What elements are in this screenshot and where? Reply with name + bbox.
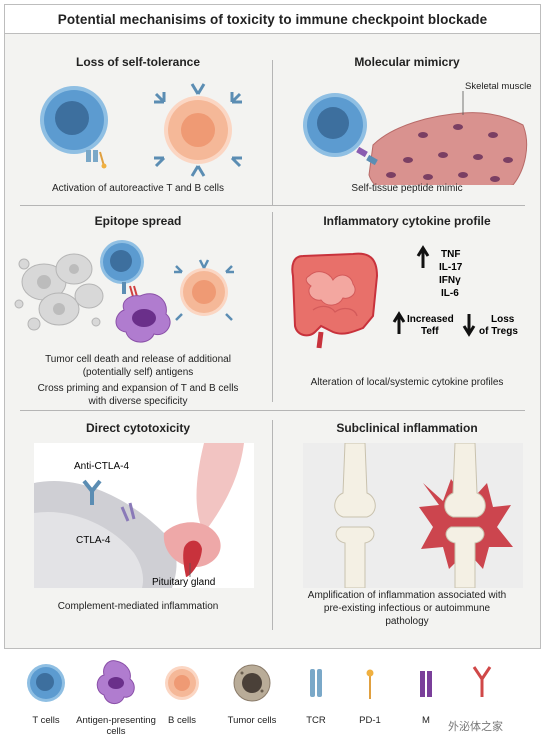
- panel-caption: Amplification of inflammation associated…: [307, 590, 507, 627]
- panel-cytokine-profile: Inflammatory cytokine profile TNF IL-17 …: [273, 206, 541, 410]
- cytokine-label: IFNγ: [439, 275, 461, 286]
- cytokine-label: IL-6: [441, 288, 459, 299]
- legend-item: Antigen-presenting cells: [76, 649, 156, 737]
- t-cell-icon: [303, 93, 378, 166]
- divider: [272, 60, 273, 205]
- ctla4-label: CTLA-4: [76, 535, 111, 546]
- skeletal-muscle-tissue: [368, 112, 528, 185]
- tumor-debris: [14, 253, 104, 331]
- panel-subclinical-inflammation: Subclinical inflammation Amplification o…: [273, 411, 541, 636]
- tcr-icon: [310, 669, 322, 697]
- panel-title: Epitope spread: [94, 214, 182, 228]
- legend-label: B cells: [168, 715, 196, 726]
- legend-item: B cells: [152, 649, 212, 726]
- pituitary-label: Pituitary gland: [152, 577, 215, 588]
- self-tolerance-illustration: [40, 83, 242, 177]
- b-cell-icon: [154, 83, 242, 177]
- increased-teff-label: Increased: [407, 314, 454, 325]
- panel-title: Molecular mimicry: [354, 55, 460, 69]
- panel-title: Direct cytotoxicity: [85, 421, 191, 435]
- legend-item: M: [396, 649, 456, 726]
- panel-caption: Tumor cell death and release of addition…: [45, 354, 231, 378]
- panel-molecular-mimicry: Molecular mimicry Skeletal muscle Self-t…: [273, 40, 541, 205]
- epitope-illustration: [14, 240, 234, 343]
- arrow-down-icon: [462, 314, 476, 337]
- legend-label: PD-1: [359, 715, 381, 726]
- receptor-icon: [472, 666, 492, 697]
- legend: T cells Antigen-presenting cells B cells…: [4, 648, 541, 746]
- divider: [272, 212, 273, 402]
- legend-item: [452, 649, 512, 716]
- legend-label: Tumor cells: [227, 715, 277, 726]
- panel-caption: Alteration of local/systemic cytokine pr…: [310, 377, 504, 388]
- legend-label: Antigen-presenting cells: [76, 715, 156, 737]
- increased-teff-label: Teff: [421, 326, 439, 337]
- panel-direct-cytotoxicity: Direct cytotoxicity Anti-CTLA-4 CTLA-4 P…: [4, 411, 272, 636]
- healthy-knee-icon: [334, 443, 376, 588]
- legend-item: Tumor cells: [222, 649, 282, 726]
- divider: [20, 205, 525, 206]
- panel-epitope-spread: Epitope spread: [4, 206, 272, 410]
- cytokine-illustration: TNF IL-17 IFNγ IL-6 Increased Teff Loss …: [291, 245, 518, 349]
- divider: [20, 410, 525, 411]
- figure-title: Potential mechanisims of toxicity to imm…: [4, 4, 541, 34]
- inflamed-knee-icon: [419, 443, 513, 588]
- t-cell-icon: [27, 664, 65, 702]
- t-cell-icon: [100, 240, 144, 301]
- panel-caption: Activation of autoreactive T and B cells: [52, 183, 224, 194]
- cytotoxicity-illustration: Anti-CTLA-4 CTLA-4 Pituitary gland: [34, 443, 254, 588]
- apc-icon: [115, 293, 171, 343]
- arrow-up-icon: [416, 245, 430, 268]
- panel-title: Subclinical inflammation: [336, 421, 478, 435]
- loss-tregs-label: Loss: [491, 314, 515, 325]
- intestine-icon: [291, 252, 379, 349]
- t-cell-icon: [40, 86, 108, 169]
- divider: [272, 420, 273, 630]
- b-cell-icon: [165, 666, 199, 700]
- cytokine-label: IL-17: [439, 262, 463, 273]
- tumor-cell-icon: [233, 664, 271, 702]
- anti-ctla4-antibody-icon: [82, 479, 102, 505]
- mimicry-illustration: Skeletal muscle: [303, 81, 532, 185]
- watermark: 外泌体之家: [448, 721, 503, 733]
- legend-item: PD-1: [340, 649, 400, 726]
- apc-icon: [96, 660, 135, 704]
- legend-item: TCR: [286, 649, 346, 726]
- legend-label: M: [422, 715, 430, 726]
- legend-label: T cells: [32, 715, 60, 726]
- legend-item: T cells: [16, 649, 76, 726]
- arrow-up-icon: [392, 311, 406, 334]
- ctla4-icon: [120, 502, 136, 522]
- legend-label: TCR: [306, 715, 326, 726]
- tissue-label: Skeletal muscle: [465, 81, 532, 92]
- panel-title: Inflammatory cytokine profile: [323, 214, 491, 228]
- cytokine-label: TNF: [441, 249, 460, 260]
- pd1-icon: [366, 669, 374, 699]
- panel-caption: Cross priming and expansion of T and B c…: [37, 383, 239, 407]
- loss-tregs-label: of Tregs: [479, 326, 518, 337]
- panel-title: Loss of self-tolerance: [75, 55, 201, 69]
- panel-caption: Complement-mediated inflammation: [57, 601, 219, 612]
- panel-caption: Self-tissue peptide mimic: [351, 183, 463, 194]
- anti-ctla4-label: Anti-CTLA-4: [74, 461, 129, 472]
- panel-self-tolerance: Loss of self-tolerance A: [4, 40, 272, 205]
- knee-illustration: [303, 443, 523, 588]
- b-cell-icon: [174, 259, 234, 321]
- mhc-icon: [420, 671, 432, 697]
